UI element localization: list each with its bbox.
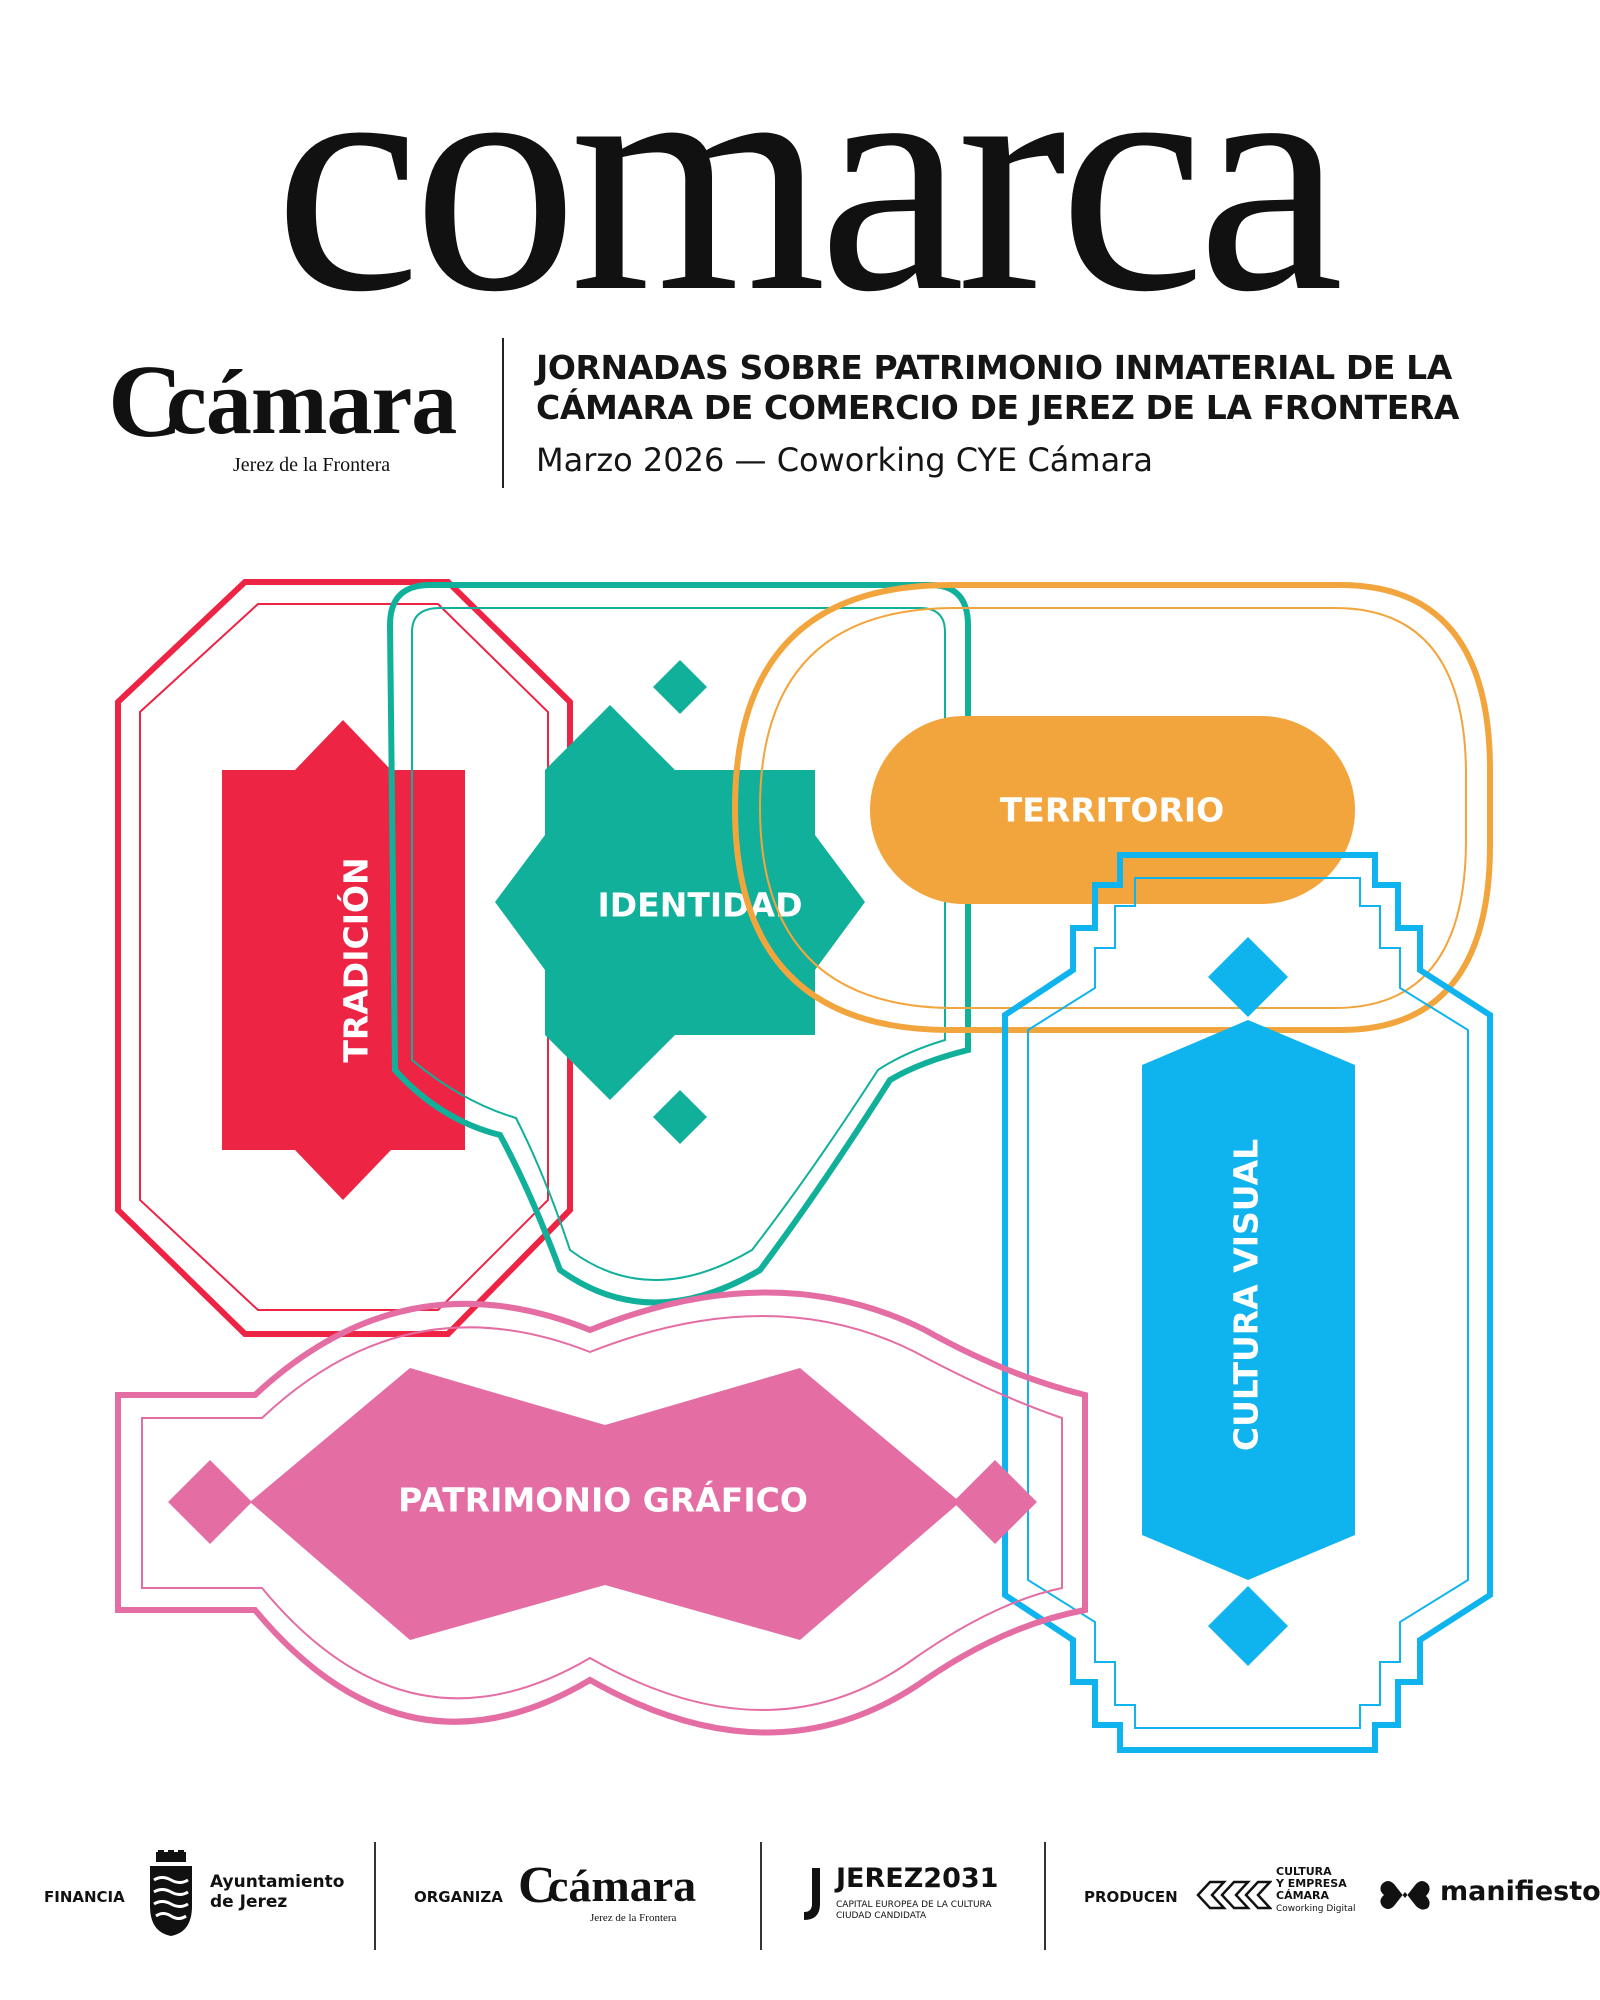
event-info: JORNADAS SOBRE PATRIMONIO INMATERIAL DE …: [536, 348, 1576, 482]
jerez2031-line-1: CAPITAL EUROPEA DE LA CULTURA: [836, 1900, 992, 1910]
manifiesto-logo-icon: [1380, 1881, 1430, 1910]
organiza-camara-subtitle: Jerez de la Frontera: [590, 1912, 677, 1924]
patrimonio-grafico-diamond-left: [168, 1460, 252, 1544]
identidad-diamond-bottom: [653, 1090, 707, 1144]
camara-logo-subtitle: Jerez de la Frontera: [233, 454, 391, 476]
jerez2031-mark-icon: [804, 1868, 820, 1920]
footer-divider-3: [1044, 1842, 1046, 1950]
territorio-label: TERRITORIO: [1000, 791, 1224, 830]
jerez2031-name: JEREZ2031: [836, 1863, 999, 1894]
organiza-camara-mark: C: [518, 1857, 556, 1914]
event-heading-line-2: CÁMARA DE COMERCIO DE JEREZ DE LA FRONTE…: [536, 388, 1460, 427]
producen-label: PRODUCEN: [1084, 1888, 1178, 1906]
crest-icon: [150, 1850, 192, 1936]
identidad-diamond-top: [653, 660, 707, 714]
patrimonio-grafico-shape: [250, 1368, 960, 1640]
cye-logo-icon: [1196, 1880, 1272, 1910]
cultura-visual-frame: [1002, 852, 1493, 1753]
cultura-visual-shape: [1142, 1020, 1355, 1580]
patrimonio-grafico-label: PATRIMONIO GRÁFICO: [398, 1480, 808, 1520]
tradicion-frame: [115, 579, 573, 1337]
footer-divider-1: [374, 1842, 376, 1950]
camara-logo-mark: C: [108, 344, 184, 459]
manifiesto-name: manifiesto: [1440, 1876, 1600, 1907]
event-date-place: Marzo 2026 — Coworking CYE Cámara: [536, 441, 1153, 479]
ayuntamiento-line-1: Ayuntamiento: [210, 1872, 345, 1892]
patrimonio-grafico-frame: [115, 1289, 1088, 1736]
cultura-visual-label: CULTURA VISUAL: [1227, 1139, 1266, 1451]
header: C cámara Jerez de la Frontera JORNADAS S…: [0, 330, 1600, 500]
financia-label: FINANCIA: [44, 1888, 125, 1906]
camara-logo: C cámara Jerez de la Frontera: [108, 350, 488, 480]
patrimonio-grafico-diamond-right: [953, 1460, 1037, 1544]
cye-line-1: CULTURA: [1276, 1865, 1332, 1878]
cultura-visual-diamond-bottom: [1208, 1586, 1288, 1666]
event-heading-line-1: JORNADAS SOBRE PATRIMONIO INMATERIAL DE …: [536, 348, 1452, 387]
header-divider: [502, 338, 504, 488]
cultura-visual-diamond-top: [1208, 937, 1288, 1017]
footer-divider-2: [760, 1842, 762, 1950]
cye-line-2: Y EMPRESA: [1276, 1877, 1347, 1890]
ayuntamiento-line-2: de Jerez: [210, 1892, 288, 1912]
footer-sponsors: FINANCIA Ayuntamiento de Jerez ORGANIZA …: [0, 1830, 1600, 1960]
poster-title: comarca: [274, 0, 1343, 360]
identidad-label: IDENTIDAD: [598, 886, 803, 925]
cye-line-3: CÁMARA: [1276, 1889, 1330, 1902]
tradicion-label: TRADICIÓN: [336, 857, 376, 1062]
organiza-label: ORGANIZA: [414, 1888, 503, 1906]
organiza-camara-name: cámara: [548, 1860, 697, 1911]
camara-logo-name: cámara: [166, 351, 457, 453]
territorio-frame: [731, 582, 1493, 1033]
cye-line-4: Coworking Digital: [1276, 1904, 1356, 1914]
jerez2031-line-2: CIUDAD CANDIDATA: [836, 1911, 927, 1921]
